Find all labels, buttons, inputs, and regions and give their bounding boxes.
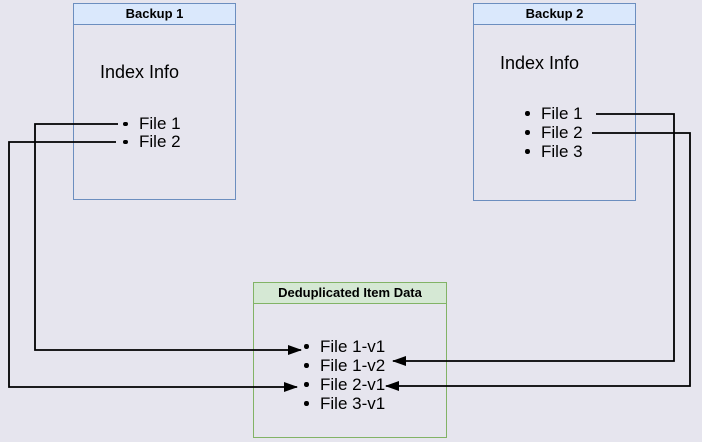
file-item: File 3	[525, 142, 583, 161]
file-item: File 1-v2	[304, 356, 385, 375]
file-item: File 2	[525, 123, 583, 142]
backup2-title: Backup 2	[474, 4, 635, 25]
backup1-title: Backup 1	[74, 4, 235, 25]
file-item: File 1-v1	[304, 337, 385, 356]
backup2-node: Backup 2 Index Info File 1 File 2 File 3	[473, 3, 636, 201]
file-item: File 2-v1	[304, 375, 385, 394]
file-item: File 1	[525, 104, 583, 123]
backup1-index-info-label: Index Info	[100, 62, 180, 82]
backup1-node: Backup 1 Index Info File 1 File 2	[73, 3, 236, 200]
backup1-file-list: File 1 File 2	[123, 115, 181, 151]
deduplicated-item-data-node: Deduplicated Item Data File 1-v1 File 1-…	[253, 282, 447, 438]
file-item: File 3-v1	[304, 394, 385, 413]
backup2-index-info-label: Index Info	[500, 53, 580, 73]
file-item: File 2	[123, 133, 181, 151]
backup2-file-list: File 1 File 2 File 3	[525, 104, 583, 161]
dedup-title: Deduplicated Item Data	[254, 283, 446, 304]
dedup-file-list: File 1-v1 File 1-v2 File 2-v1 File 3-v1	[304, 337, 385, 413]
file-item: File 1	[123, 115, 181, 133]
